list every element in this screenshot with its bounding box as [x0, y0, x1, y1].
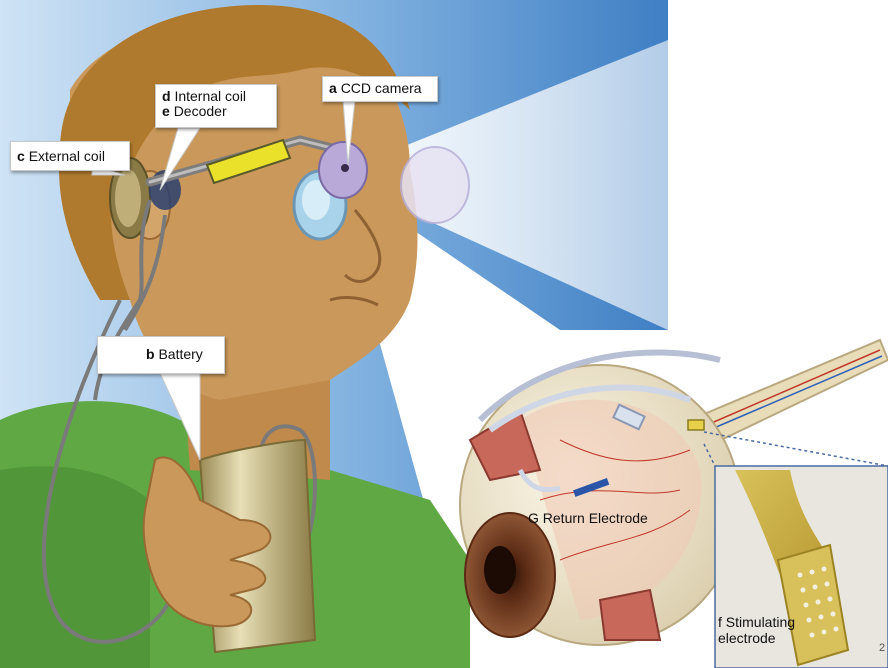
label-return-electrode: G Return Electrode	[528, 510, 648, 526]
label-internal-coil-decoder: d Internal coil e Decoder	[155, 84, 277, 128]
label-external-coil: c External coil	[10, 141, 130, 171]
label-ccd-camera: a CCD camera	[322, 76, 438, 102]
label-battery: b Battery	[97, 336, 225, 374]
page-mark: 2	[879, 640, 885, 656]
label-stimulating-electrode: f Stimulating electrode	[718, 614, 795, 646]
